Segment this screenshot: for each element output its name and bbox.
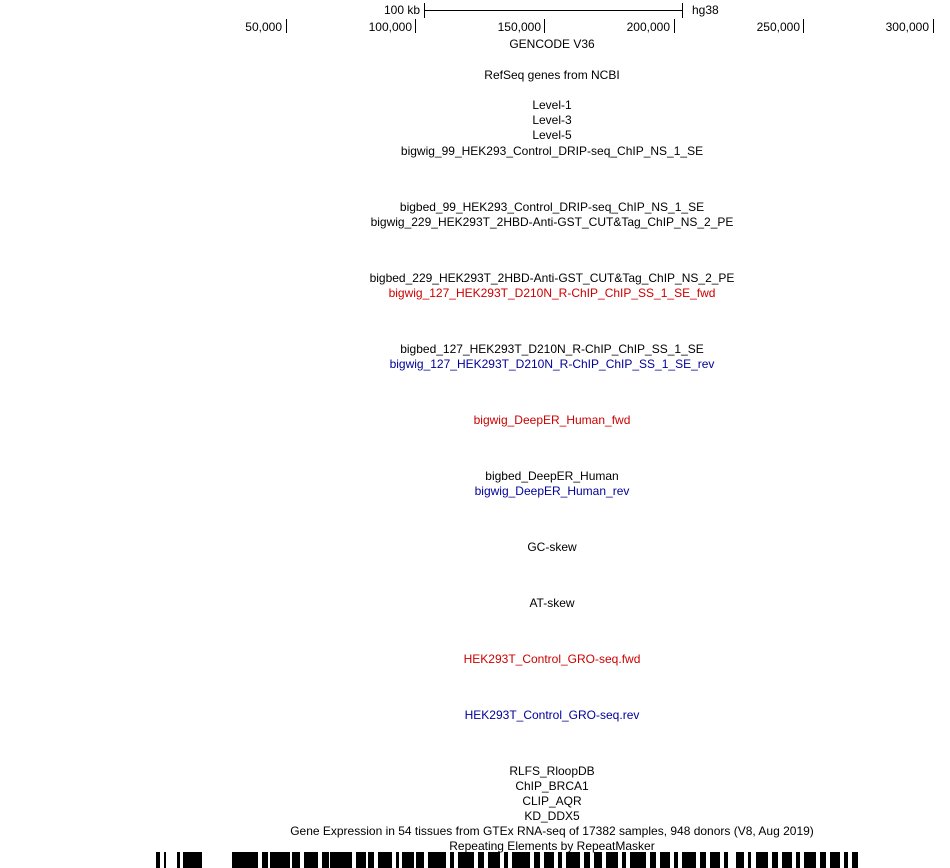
repeat-element	[660, 852, 670, 868]
scale-bar-right-cap	[682, 3, 683, 18]
ruler-tick-label: 100,000	[368, 20, 412, 34]
repeat-element	[512, 852, 530, 868]
track-label-bigwig-229[interactable]: bigwig_229_HEK293T_2HBD-Anti-GST_CUT&Tag…	[370, 215, 734, 229]
track-label-bigwig-127-fwd[interactable]: bigwig_127_HEK293T_D210N_R-ChIP_ChIP_SS_…	[388, 286, 716, 300]
repeat-element	[606, 852, 618, 868]
repeat-element	[478, 852, 484, 868]
repeat-element	[830, 852, 840, 868]
track-label-deeper-bigbed[interactable]: bigbed_DeepER_Human	[485, 469, 619, 483]
scale-bar	[424, 10, 682, 11]
repeat-element	[544, 852, 554, 868]
track-label-bigbed-229[interactable]: bigbed_229_HEK293T_2HBD-Anti-GST_CUT&Tag…	[369, 271, 735, 285]
repeat-element	[584, 852, 590, 868]
repeat-element	[682, 852, 696, 868]
track-label-chip-brca1[interactable]: ChIP_BRCA1	[515, 779, 589, 793]
track-label-repeatmasker[interactable]: Repeating Elements by RepeatMasker	[449, 839, 655, 853]
ruler-tick-label: 50,000	[245, 20, 282, 34]
repeat-element	[356, 852, 366, 868]
repeat-element	[504, 852, 508, 868]
ruler-tick	[286, 19, 287, 33]
repeat-element	[566, 852, 580, 868]
repeat-element	[534, 852, 540, 868]
repeat-element	[756, 852, 768, 868]
track-label-rlfs[interactable]: RLFS_RloopDB	[509, 764, 595, 778]
repeat-element	[748, 852, 751, 868]
repeat-element	[674, 852, 678, 868]
track-label-bigbed-99[interactable]: bigbed_99_HEK293_Control_DRIP-seq_ChIP_N…	[399, 200, 705, 214]
repeat-element	[622, 852, 626, 868]
track-label-refseq[interactable]: RefSeq genes from NCBI	[484, 68, 620, 82]
track-label-level-3[interactable]: Level-3	[532, 113, 572, 127]
track-label-bigwig-99[interactable]: bigwig_99_HEK293_Control_DRIP-seq_ChIP_N…	[400, 144, 704, 158]
track-label-gro-seq-fwd[interactable]: HEK293T_Control_GRO-seq.fwd	[463, 652, 641, 666]
track-label-deeper-rev[interactable]: bigwig_DeepER_Human_rev	[474, 484, 630, 498]
repeat-element	[630, 852, 646, 868]
track-label-kd-ddx5[interactable]: KD_DDX5	[524, 809, 580, 823]
track-label-clip-aqr[interactable]: CLIP_AQR	[522, 794, 582, 808]
repeat-element	[396, 852, 399, 868]
repeat-element	[488, 852, 500, 868]
repeat-element	[700, 852, 706, 868]
repeat-element	[736, 852, 744, 868]
ruler-tick-label: 250,000	[756, 20, 800, 34]
ruler-tick	[933, 19, 934, 33]
assembly-label: hg38	[692, 3, 719, 17]
ruler-tick-label: 300,000	[885, 20, 929, 34]
scale-size-label: 100 kb	[383, 3, 420, 17]
repeat-element	[270, 852, 290, 868]
repeat-element	[710, 852, 720, 868]
track-label-level-5[interactable]: Level-5	[532, 128, 572, 142]
track-label-gencode[interactable]: GENCODE V36	[509, 37, 595, 51]
repeat-element	[796, 852, 800, 868]
repeat-element	[156, 852, 160, 868]
repeat-element	[330, 852, 352, 868]
ruler-tick	[803, 19, 804, 33]
track-label-deeper-fwd[interactable]: bigwig_DeepER_Human_fwd	[473, 413, 631, 427]
repeat-element	[232, 852, 258, 868]
repeat-element	[804, 852, 816, 868]
repeat-element	[558, 852, 562, 868]
repeat-element	[852, 852, 858, 868]
track-label-bigwig-127-rev[interactable]: bigwig_127_HEK293T_D210N_R-ChIP_ChIP_SS_…	[389, 357, 715, 371]
track-label-bigbed-127[interactable]: bigbed_127_HEK293T_D210N_R-ChIP_ChIP_SS_…	[400, 342, 704, 356]
repeat-element	[428, 852, 446, 868]
repeat-element	[458, 852, 474, 868]
track-label-gro-seq-rev[interactable]: HEK293T_Control_GRO-seq.rev	[464, 708, 640, 722]
ruler-tick-label: 150,000	[497, 20, 541, 34]
repeat-element	[368, 852, 374, 868]
repeat-element	[594, 852, 602, 868]
repeat-element	[177, 852, 180, 868]
repeat-element	[820, 852, 826, 868]
repeat-element	[183, 852, 202, 868]
repeat-element	[402, 852, 414, 868]
repeat-element	[844, 852, 848, 868]
repeat-element	[322, 852, 329, 868]
repeat-element	[416, 852, 424, 868]
ruler-tick-label: 200,000	[626, 20, 670, 34]
repeat-element	[650, 852, 656, 868]
repeat-element	[772, 852, 778, 868]
repeat-element	[292, 852, 300, 868]
track-label-gtex[interactable]: Gene Expression in 54 tissues from GTEx …	[290, 824, 814, 838]
track-label-gc-skew[interactable]: GC-skew	[527, 540, 577, 554]
ruler-tick	[415, 19, 416, 33]
repeat-element	[378, 852, 392, 868]
repeat-element	[724, 852, 728, 868]
repeat-element	[164, 852, 166, 868]
repeat-element	[262, 852, 268, 868]
repeat-element	[782, 852, 792, 868]
ruler-tick	[674, 19, 675, 33]
repeat-element	[450, 852, 454, 868]
repeat-element	[304, 852, 318, 868]
ruler-tick	[544, 19, 545, 33]
track-label-level-1[interactable]: Level-1	[532, 98, 572, 112]
repeatmasker-features[interactable]	[0, 852, 950, 868]
track-label-at-skew[interactable]: AT-skew	[529, 596, 575, 610]
